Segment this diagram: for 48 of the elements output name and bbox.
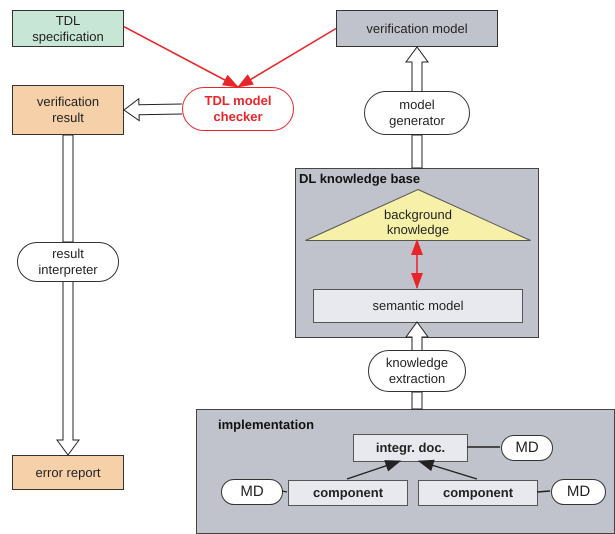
block-arrow <box>56 282 80 456</box>
block-arrow <box>412 392 422 410</box>
node-label: MD <box>515 439 539 457</box>
process-pill <box>551 479 606 505</box>
node-label: component <box>312 485 384 501</box>
process-box <box>288 480 408 506</box>
connector-line <box>282 490 288 493</box>
process-box <box>12 455 124 490</box>
node-label: TDL specification <box>31 12 105 44</box>
process-pill <box>182 87 294 131</box>
connector-line <box>536 490 550 493</box>
arrow <box>237 28 336 88</box>
process-pill <box>364 91 470 135</box>
node-label: background knowledge <box>383 206 453 238</box>
node-label: result interpreter <box>37 246 99 278</box>
node-label: component <box>442 485 514 501</box>
process-pill <box>501 435 553 461</box>
group-heading: DL knowledge base <box>299 171 420 186</box>
block-arrow <box>405 46 429 92</box>
node-label: TDL model checker <box>204 93 272 125</box>
group-panel <box>196 409 615 534</box>
node-label: verification result <box>36 94 100 126</box>
node-label: semantic model <box>372 298 464 314</box>
process-box <box>336 10 498 47</box>
arrow <box>124 26 239 88</box>
group-panel <box>295 168 539 338</box>
process-pill <box>221 479 283 505</box>
process-box <box>12 85 124 135</box>
node-label: integr. doc. <box>376 440 446 456</box>
node-label: error report <box>35 464 101 480</box>
node-label: MD <box>566 483 590 501</box>
block-arrow <box>405 321 429 350</box>
node-label: knowledge extraction <box>384 355 450 387</box>
node-label: MD <box>240 483 264 501</box>
process-pill <box>368 350 466 392</box>
process-box <box>313 289 523 323</box>
block-arrow <box>62 134 74 242</box>
arrow <box>411 239 423 289</box>
process-box <box>418 480 538 506</box>
block-arrow <box>412 134 422 168</box>
block-arrow <box>123 98 183 122</box>
node-label: verification model <box>366 20 468 36</box>
group-heading: implementation <box>218 417 314 432</box>
process-box <box>12 10 124 47</box>
process-pill <box>17 242 119 282</box>
connector-line <box>467 446 500 448</box>
process-box <box>353 434 468 462</box>
node-label: model generator <box>388 97 446 129</box>
